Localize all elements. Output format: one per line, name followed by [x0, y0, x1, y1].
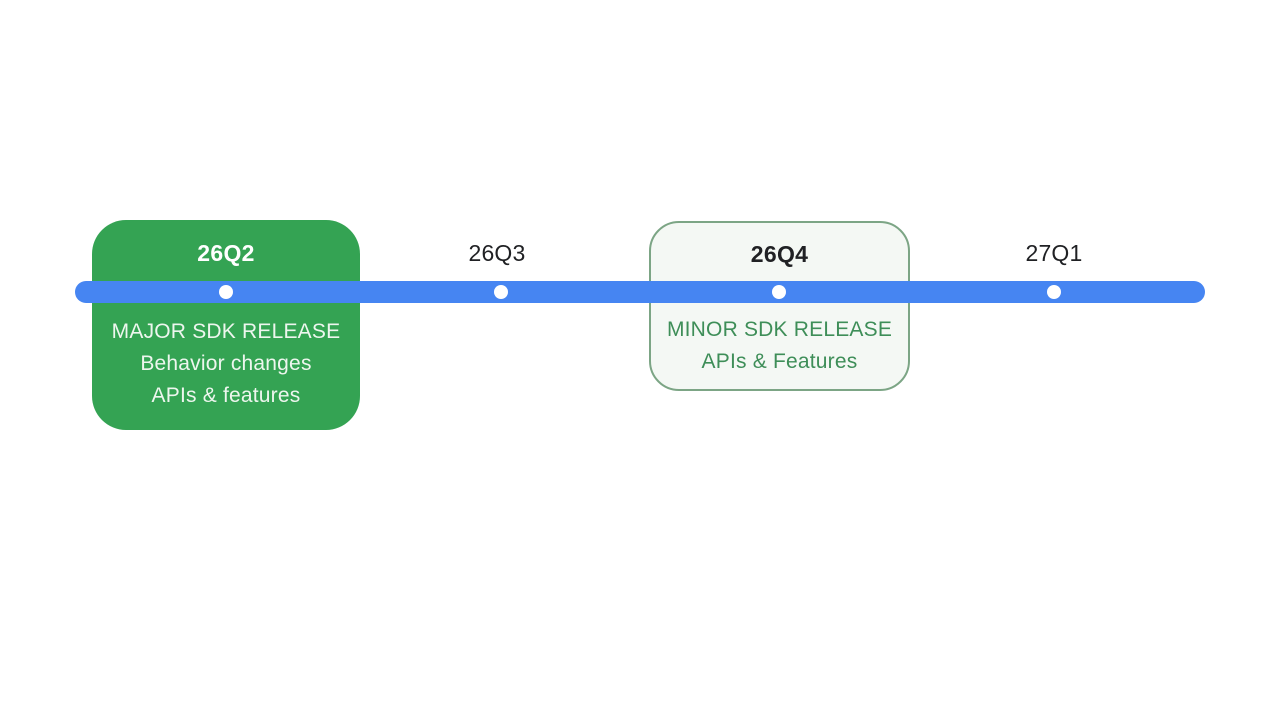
- major-release-line-2: Behavior changes: [140, 352, 312, 375]
- milestone-label-27q1: 27Q1: [1025, 240, 1083, 266]
- minor-release-line-2: APIs & Features: [701, 350, 858, 373]
- major-release-card-body: MAJOR SDK RELEASE Behavior changes APIs …: [92, 316, 360, 412]
- major-release-line-1: MAJOR SDK RELEASE: [111, 320, 341, 343]
- milestone-dot-26q2: [219, 285, 233, 299]
- milestone-title-26q2: 26Q2: [197, 240, 255, 266]
- minor-release-line-1: MINOR SDK RELEASE: [666, 318, 893, 341]
- minor-release-card-body: MINOR SDK RELEASE APIs & Features: [651, 314, 908, 378]
- major-release-line-3: APIs & features: [151, 384, 301, 407]
- milestone-label-26q3: 26Q3: [468, 240, 526, 266]
- milestone-title-26q4: 26Q4: [750, 241, 809, 267]
- milestone-dot-26q3: [494, 285, 508, 299]
- major-release-card: 26Q2 MAJOR SDK RELEASE Behavior changes …: [92, 220, 360, 430]
- milestone-dot-27q1: [1047, 285, 1061, 299]
- minor-release-card: 26Q4 MINOR SDK RELEASE APIs & Features: [649, 221, 910, 391]
- timeline-bar: [75, 281, 1205, 303]
- milestone-dot-26q4: [772, 285, 786, 299]
